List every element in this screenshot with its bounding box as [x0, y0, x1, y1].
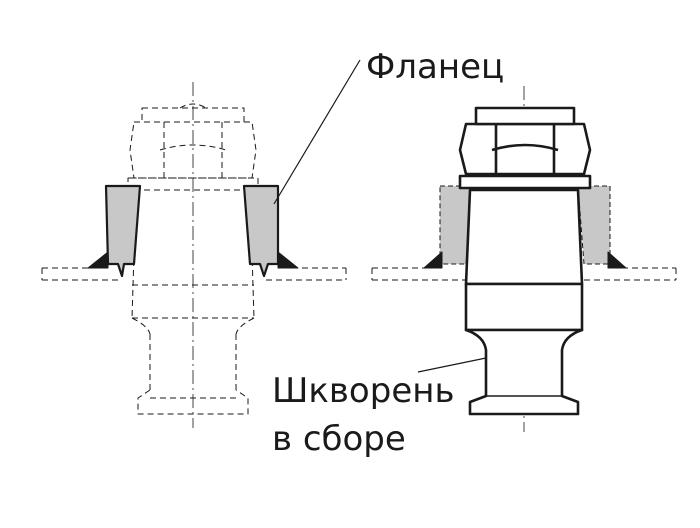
right-flange: [439, 185, 611, 265]
left-base-plate: [41, 267, 347, 281]
flange-label: Фланец: [366, 47, 505, 87]
kingpin-leader-line: [417, 357, 487, 373]
right-weld-left: [423, 251, 443, 269]
flange-leader-line: [273, 59, 361, 205]
left-flange: [104, 184, 280, 278]
right-weld-right: [607, 251, 627, 269]
kingpin-assembly-label-line2: в сборе: [272, 419, 406, 459]
left-view: [41, 82, 347, 428]
left-weld-right: [277, 251, 299, 269]
left-weld-left: [87, 251, 109, 269]
right-kingpin: [458, 106, 592, 416]
right-view: [371, 86, 677, 432]
kingpin-assembly-label-line1: Шкворень: [272, 371, 455, 411]
